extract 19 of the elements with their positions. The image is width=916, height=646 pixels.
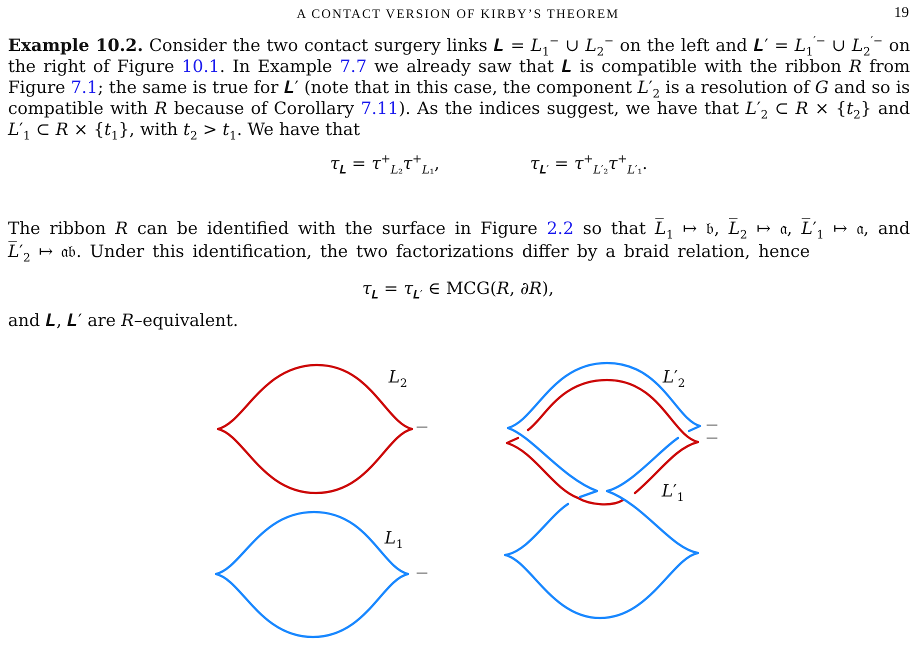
knot-label: L′$_{2}$ bbox=[662, 368, 686, 388]
page-number: 19 bbox=[894, 4, 909, 23]
link: 10.1 bbox=[182, 57, 220, 77]
link: 7.7 bbox=[340, 57, 367, 77]
link: 2.2 bbox=[546, 219, 574, 239]
running-header: A CONTACT VERSION OF KIRBY’S THEOREM bbox=[296, 5, 620, 23]
surgery-coefficient: − bbox=[414, 418, 430, 438]
link: 7.1 bbox=[70, 78, 98, 98]
knot-label: L$_{2}$ bbox=[388, 368, 408, 388]
paragraph: The ribbon R can be identified with the surface in Figure 2.2 so that L̅$_{1}$ ↦ 𝔟, L̅$_{2}$ ↦ 𝔞, L̅′$_{1}$ ↦ 𝔞, and L̅′$_{2}$ ↦ 𝔞𝔟. Under this identification, the two factorizations differ by a braid relation, hence bbox=[8, 218, 910, 263]
link: 7.11 bbox=[360, 99, 399, 119]
equation: τ$_{𝑳}$ = τ$^{+}$$_{𝐿₂}$τ$^{+}$$_{𝐿₁}$, bbox=[330, 154, 440, 175]
knot-label: L$_{1}$ bbox=[384, 528, 404, 550]
paragraph: and 𝑳, 𝑳′ are R–equivalent. bbox=[8, 311, 238, 332]
equation: τ$_{𝑳}$ = τ$_{𝑳′}$ ∈ MCG(R, ∂R), bbox=[362, 279, 554, 300]
paragraph: Example 10.2. Consider the two contact surgery links 𝑳 = L$_{1}$$^{−}$ ∪ L$_{2}$$^{−}$ on the left and 𝑳′ = L$_{1}$$^{′−}$ ∪ L$_{2}$$^{′−}$ on the right of Figure 10.1. In Example 7.7 we already saw that 𝑳 is compatible with the ribbon R from Figure 7.1; the same is true for 𝑳′ (note that in this case, the component L′$_{2}$ is a resolution of G and so is compatible with R because of Corollary 7.11). As the indices suggest, we have that L′$_{2}$ ⊂ R × {t$_{2}$} and L′$_{1}$ ⊂ R × {t$_{1}$}, with t$_{2}$ > t$_{1}$. We have that bbox=[8, 36, 910, 141]
equation: τ$_{𝑳′}$ = τ$^{+}$$_{𝐿′₂}$τ$^{+}$$_{𝐿′₁}$. bbox=[530, 154, 648, 175]
knot-label: L′$_{1}$ bbox=[662, 482, 684, 502]
surgery-coefficient: − bbox=[414, 564, 430, 584]
